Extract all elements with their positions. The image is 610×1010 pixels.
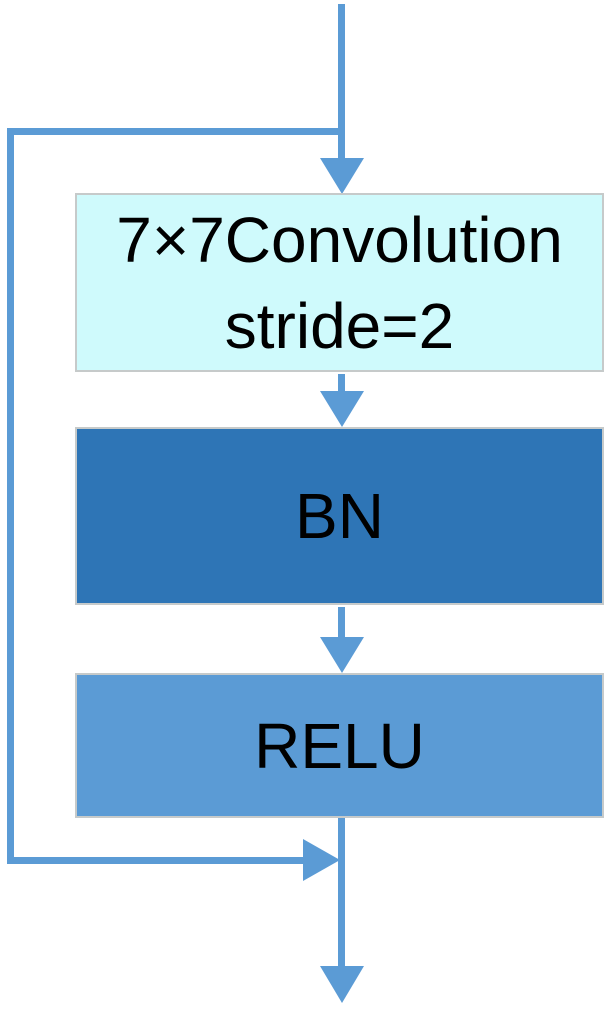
conv-to-bn-line — [338, 374, 345, 392]
node-relu-label: RELU — [254, 709, 425, 782]
input-line — [338, 4, 345, 160]
skip-branch-top-line — [7, 128, 345, 135]
arrowhead-down-into-bn-icon — [320, 391, 364, 427]
output-line — [338, 818, 345, 968]
node-bn-label: BN — [295, 480, 384, 552]
arrowhead-right-merge-icon — [303, 839, 340, 881]
node-conv-label-line2: stride=2 — [224, 289, 455, 362]
skip-branch-bottom-line — [7, 857, 303, 864]
arrowhead-down-into-conv-icon — [320, 158, 364, 194]
skip-branch-left-line — [7, 128, 14, 864]
arrowhead-down-into-relu-icon — [320, 637, 364, 673]
bn-to-relu-line — [338, 607, 345, 638]
node-relu-box: RELU — [75, 673, 604, 818]
node-conv-box: 7×7Convolution stride=2 — [75, 193, 604, 372]
arrowhead-down-output-icon — [320, 966, 364, 1003]
node-bn-box: BN — [75, 427, 604, 605]
node-conv-label-line1: 7×7Convolution — [116, 203, 563, 276]
